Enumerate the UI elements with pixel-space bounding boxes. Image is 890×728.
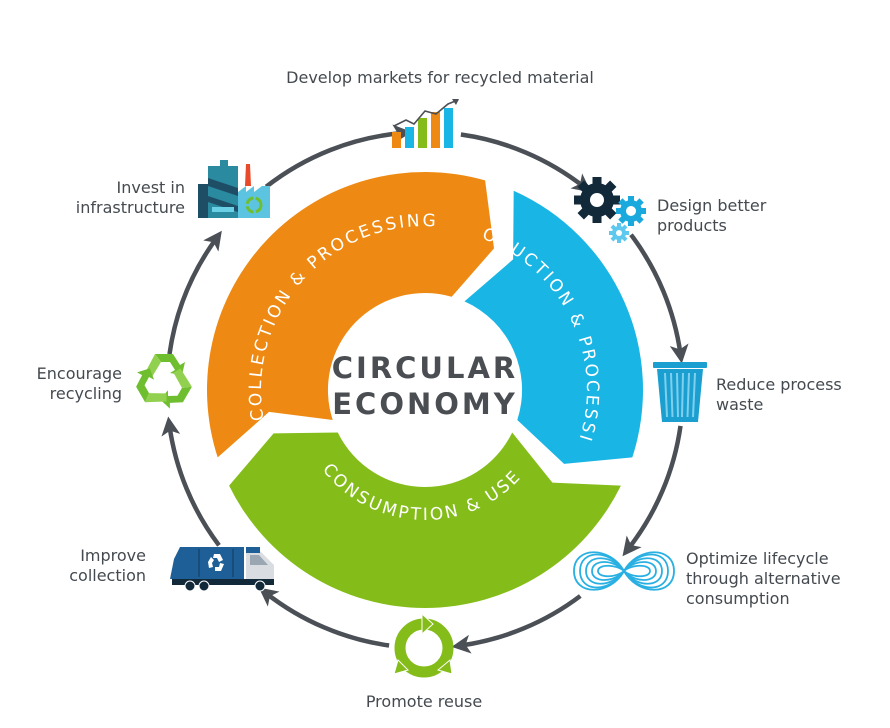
center-title-line1: CIRCULAR (331, 351, 519, 385)
infinity-icon (573, 551, 675, 591)
flow-arrow (629, 233, 689, 364)
label-line: collection (69, 566, 146, 585)
label-line: through alternative (686, 569, 841, 588)
bar-chart-growth-icon (392, 99, 459, 148)
flow-arrow (622, 425, 683, 557)
label-line: Encourage (36, 364, 122, 383)
center-title-line2: ECONOMY (332, 387, 518, 421)
step-label-reduce-waste: Reduce process waste (716, 375, 886, 415)
label-line: recycling (49, 384, 122, 403)
recycle-icon (130, 354, 197, 413)
outer-arrow-ring (161, 124, 689, 654)
step-label-improve-collection: Improve collection (0, 546, 146, 586)
label-line: Optimize lifecycle (686, 549, 829, 568)
label-line: waste (716, 395, 764, 414)
flow-arrow (451, 594, 582, 654)
ring-segments (207, 171, 644, 608)
label-line: Invest in (116, 178, 185, 197)
label-line: Reduce process (716, 375, 842, 394)
reuse-cycle-icon (393, 612, 454, 678)
factory-icon (198, 160, 270, 218)
step-label-design-products: Design better products (657, 196, 857, 236)
segment-production-processing (464, 190, 644, 464)
step-label-optimize-lifecycle: Optimize lifecycle through alternative c… (686, 549, 886, 609)
label-line: Promote reuse (365, 692, 483, 711)
recycling-truck-icon (170, 547, 274, 592)
label-line: Design better (657, 196, 767, 215)
flow-arrow (258, 587, 390, 648)
flow-arrow (264, 124, 412, 189)
flow-arrow (161, 416, 221, 547)
flow-arrow (167, 230, 222, 355)
step-label-encourage-recycling: Encourage recycling (0, 364, 122, 404)
segment-consumption-use (229, 432, 621, 608)
step-label-invest-infrastructure: Invest in infrastructure (0, 178, 185, 218)
step-label-develop-markets: Develop markets for recycled material (240, 68, 640, 88)
label-line: products (657, 216, 727, 235)
label-line: Improve (80, 546, 146, 565)
label-line: infrastructure (75, 198, 185, 217)
gears-icon (574, 177, 646, 243)
segment-collection-processing (207, 171, 494, 458)
center-title: CIRCULAR ECONOMY (325, 350, 525, 422)
flow-arrow (460, 132, 592, 193)
trash-bin-icon (653, 362, 707, 422)
label-line: Develop markets for recycled material (286, 68, 594, 87)
label-line: consumption (686, 589, 790, 608)
step-label-promote-reuse: Promote reuse (324, 692, 524, 712)
